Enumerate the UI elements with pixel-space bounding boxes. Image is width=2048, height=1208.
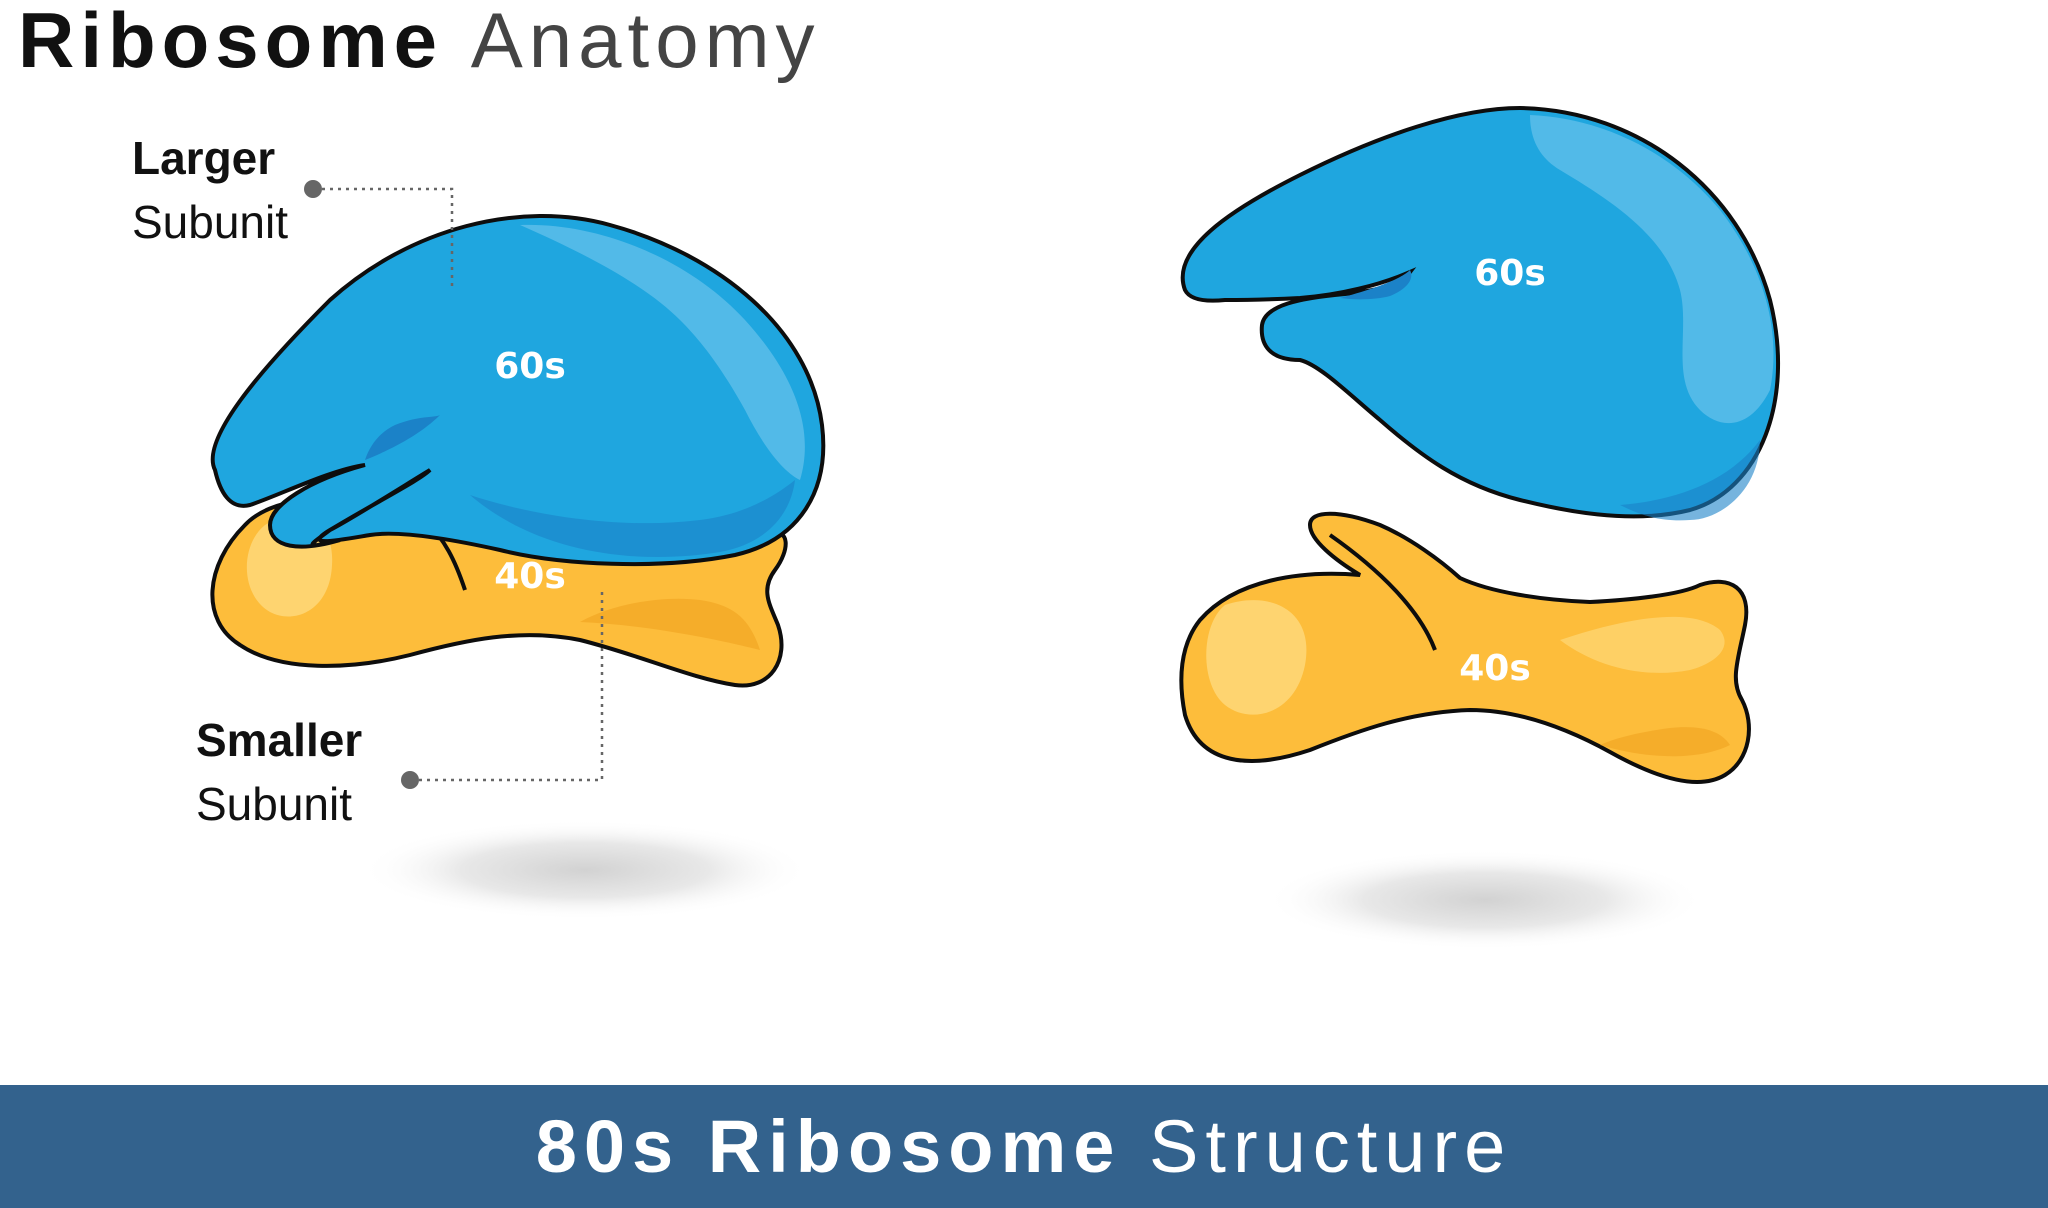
assembled-small-label: 40s bbox=[494, 556, 566, 597]
separated-large-label: 60s bbox=[1474, 253, 1546, 294]
page-title: Ribosome Anatomy bbox=[18, 0, 821, 88]
callout-large-strong: Larger bbox=[132, 132, 276, 184]
callout-large-text: Larger Subunit bbox=[132, 126, 288, 255]
assembled-ground-shadow bbox=[360, 820, 810, 920]
title-bold: Ribosome bbox=[18, 0, 444, 84]
callout-small-sub: Subunit bbox=[196, 778, 353, 831]
separated-small-label: 40s bbox=[1459, 648, 1531, 689]
separated-large-subunit: 60s bbox=[1180, 105, 1781, 521]
footer-title-bold: 80s Ribosome bbox=[535, 1105, 1122, 1188]
footer-title: 80s Ribosome Structure bbox=[536, 1104, 1513, 1189]
title-light: Anatomy bbox=[470, 0, 821, 84]
separated-ground-shadow bbox=[1265, 850, 1705, 950]
assembled-small-subunit bbox=[210, 496, 788, 688]
callout-small-dot bbox=[401, 771, 419, 789]
footer-banner: 80s Ribosome Structure bbox=[0, 1085, 2048, 1208]
callout-large-leader bbox=[304, 180, 454, 290]
callout-small-text: Smaller Subunit bbox=[196, 708, 362, 837]
ribosome-diagram: 60s 40s 60s 40s bbox=[210, 105, 1781, 950]
callout-large-dot bbox=[304, 180, 322, 198]
footer-title-light: Structure bbox=[1149, 1105, 1513, 1188]
assembled-large-label: 60s bbox=[494, 346, 566, 387]
callout-large-sub: Subunit bbox=[132, 196, 289, 249]
callout-small-strong: Smaller bbox=[196, 714, 363, 766]
assembled-ribosome: 60s 40s bbox=[210, 214, 826, 688]
callout-small-leader bbox=[401, 590, 604, 789]
separated-small-subunit: 40s bbox=[1179, 511, 1751, 784]
assembled-large-subunit: 60s bbox=[210, 214, 826, 567]
